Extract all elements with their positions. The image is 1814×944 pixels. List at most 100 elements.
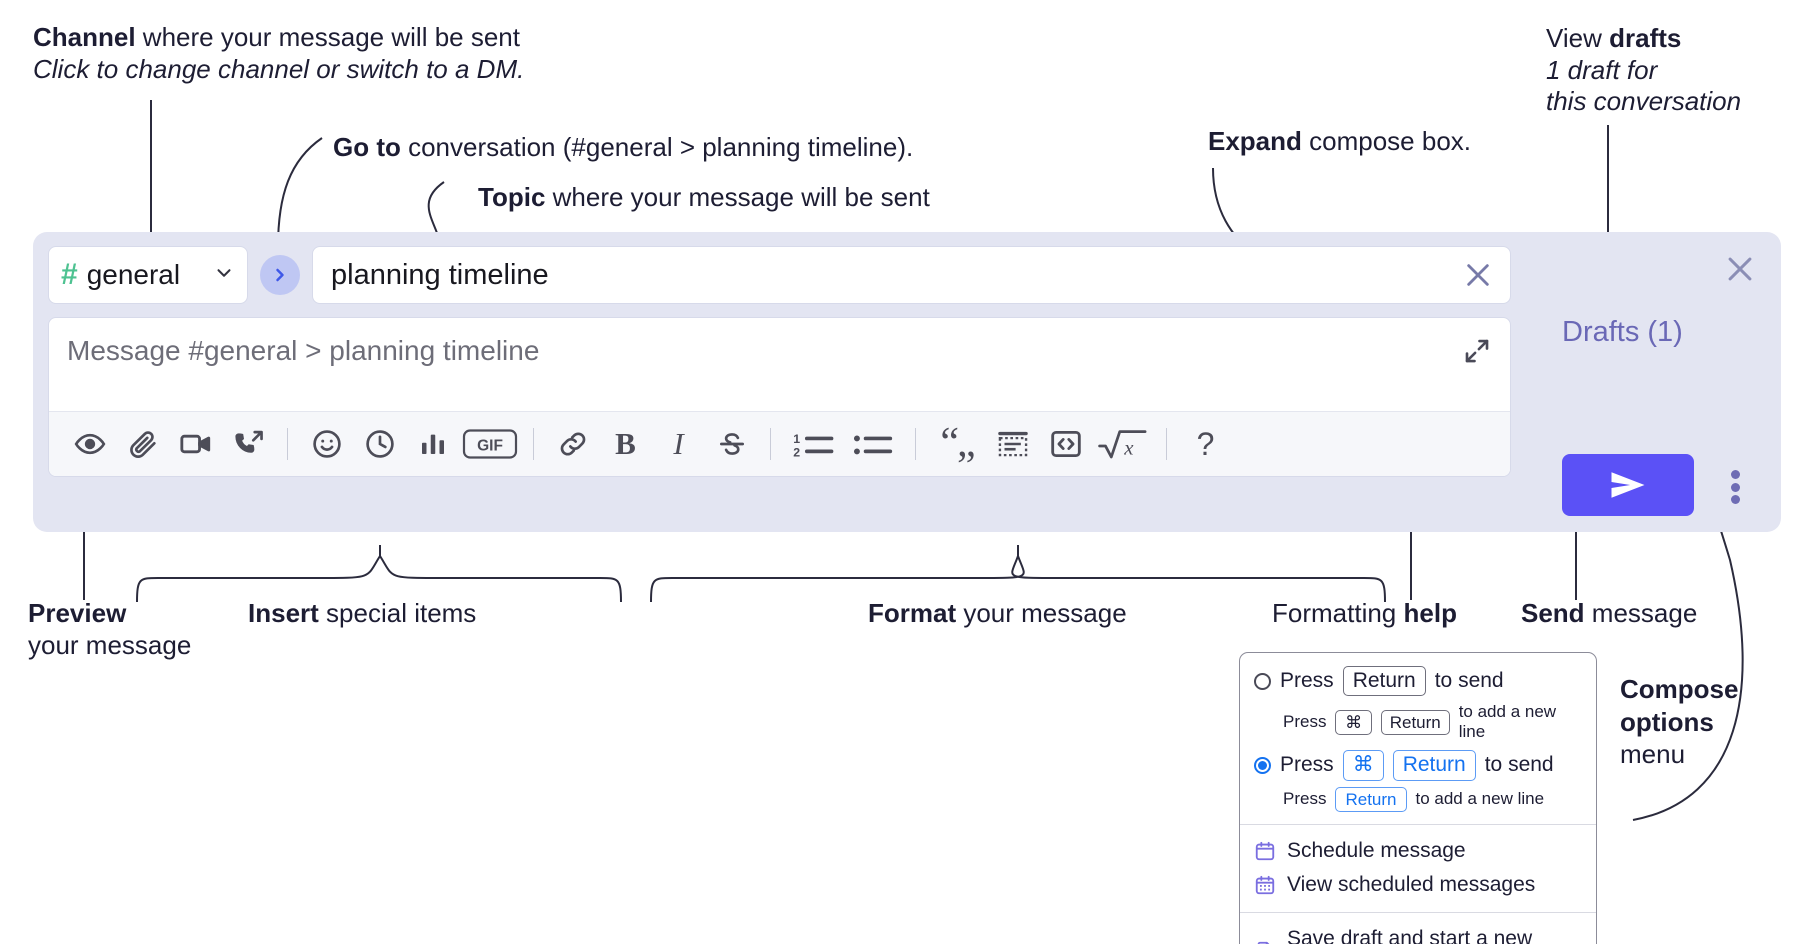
preview-button[interactable] bbox=[63, 418, 116, 471]
schedule-button[interactable] bbox=[353, 418, 406, 471]
option2-sub-pre: Press bbox=[1283, 789, 1327, 809]
formatting-help-button[interactable]: ? bbox=[1179, 418, 1232, 471]
compose-right-rail: Drafts (1) bbox=[1526, 232, 1781, 532]
channel-name-label: general bbox=[86, 259, 181, 290]
annotation-formatting-help-bold: help bbox=[1403, 598, 1457, 628]
chevron-down-icon bbox=[213, 262, 235, 289]
annotation-format-bold: Format bbox=[868, 598, 957, 628]
annotation-insert-rest: special items bbox=[318, 598, 477, 628]
separator-5 bbox=[1166, 428, 1167, 460]
strikethrough-button[interactable] bbox=[705, 418, 758, 471]
chevron-right-icon bbox=[276, 268, 284, 282]
popup-divider-1 bbox=[1240, 823, 1596, 825]
expand-diagonal-icon[interactable] bbox=[1462, 336, 1492, 366]
key-command: ⌘ bbox=[1335, 709, 1372, 735]
annotation-insert: Insert special items bbox=[248, 598, 476, 630]
annotation-drafts-pre: View bbox=[1546, 23, 1610, 53]
annotation-formatting-help-rest: Formatting bbox=[1272, 598, 1404, 628]
annotation-goto-rest: conversation (#general > planning timeli… bbox=[400, 132, 914, 162]
code-brackets-icon bbox=[1050, 430, 1081, 458]
annotation-send: Send message bbox=[1521, 598, 1697, 630]
inline-code-button[interactable] bbox=[1039, 418, 1092, 471]
calendar-icon bbox=[1254, 840, 1276, 862]
annotation-channel-rest: where your message will be sent bbox=[135, 22, 520, 52]
key-return: Return bbox=[1342, 666, 1426, 697]
menu-item-label: Schedule message bbox=[1287, 838, 1466, 862]
svg-text:2: 2 bbox=[793, 445, 800, 459]
option2-post: to send bbox=[1484, 753, 1554, 777]
ordered-list-button[interactable]: 1 2 bbox=[783, 418, 843, 471]
send-option-return[interactable]: Press Return to send bbox=[1240, 664, 1596, 698]
annotation-drafts-line3: this conversation bbox=[1546, 86, 1742, 117]
annotation-expand-bold: Expand bbox=[1208, 126, 1302, 156]
emoji-button[interactable] bbox=[300, 418, 353, 471]
bulleted-list-button[interactable] bbox=[843, 418, 903, 471]
strikethrough-icon bbox=[719, 433, 744, 455]
topic-value: planning timeline bbox=[331, 258, 549, 291]
drafts-link[interactable]: Drafts (1) bbox=[1562, 316, 1683, 348]
compose-header-row: # general planning timeline bbox=[48, 246, 1526, 304]
attach-file-button[interactable] bbox=[116, 418, 169, 471]
annotation-drafts-line2: 1 draft for bbox=[1546, 54, 1658, 85]
square-root-x-icon: x bbox=[1098, 430, 1147, 459]
menu-item-schedule-message[interactable]: Schedule message bbox=[1240, 834, 1596, 868]
annotation-compose-options-bold1: Compose bbox=[1620, 674, 1739, 704]
calendar-grid-icon bbox=[1254, 874, 1276, 896]
menu-item-label: Save draft and start a new message bbox=[1287, 926, 1533, 944]
annotation-compose-options-rest: menu bbox=[1620, 739, 1686, 769]
annotation-formatting-help: Formatting help bbox=[1272, 598, 1457, 630]
close-icon[interactable] bbox=[1462, 259, 1494, 291]
italic-icon: I bbox=[673, 426, 684, 461]
bold-icon: B bbox=[615, 426, 636, 461]
math-button[interactable]: x bbox=[1092, 418, 1154, 471]
svg-text:x: x bbox=[1123, 436, 1134, 459]
radio-cmd-return[interactable] bbox=[1254, 756, 1271, 774]
italic-button[interactable]: I bbox=[652, 418, 705, 471]
annotation-preview-rest: your message bbox=[28, 629, 192, 660]
annotation-channel-bold: Channel bbox=[33, 22, 136, 52]
goto-conversation-button[interactable] bbox=[260, 255, 300, 295]
code-block-button[interactable] bbox=[986, 418, 1039, 471]
send-option-cmd-return-hint: Press Return to add a new line bbox=[1240, 785, 1596, 814]
link-button[interactable] bbox=[546, 418, 599, 471]
audio-clip-button[interactable] bbox=[222, 418, 275, 471]
video-clip-button[interactable] bbox=[169, 418, 222, 471]
poll-button[interactable] bbox=[406, 418, 459, 471]
annotation-channel-line2: Click to change channel or switch to a D… bbox=[33, 53, 525, 84]
annotation-compose-options: Compose options menu bbox=[1620, 673, 1738, 771]
hash-icon: # bbox=[61, 258, 78, 291]
topic-field[interactable]: planning timeline bbox=[312, 246, 1511, 304]
kebab-dot-3 bbox=[1730, 495, 1740, 504]
annotation-format: Format your message bbox=[868, 598, 1127, 630]
option1-post: to send bbox=[1434, 669, 1504, 693]
gif-button[interactable]: GIF bbox=[459, 418, 521, 471]
formatting-toolbar: GIF B I bbox=[49, 411, 1510, 476]
option1-sub-pre: Press bbox=[1283, 712, 1327, 732]
menu-item-save-draft[interactable]: Save draft and start a new message bbox=[1240, 922, 1596, 944]
compose-options-button[interactable] bbox=[1718, 467, 1752, 507]
separator-4 bbox=[915, 428, 916, 460]
question-mark-icon: ? bbox=[1196, 425, 1215, 462]
compose-box: # general planning timeline bbox=[33, 232, 1781, 532]
compose-main-column: # general planning timeline bbox=[33, 232, 1526, 477]
message-input[interactable]: Message #general > planning timeline bbox=[49, 318, 1510, 411]
annotation-goto: Go to conversation (#general > planning … bbox=[333, 132, 913, 164]
channel-selector[interactable]: # general bbox=[48, 246, 248, 304]
annotation-send-rest: message bbox=[1584, 598, 1698, 628]
annotation-format-rest: your message bbox=[956, 598, 1127, 628]
code-block-icon bbox=[997, 431, 1028, 457]
blockquote-button[interactable]: “„ bbox=[928, 418, 986, 471]
annotation-channel: Channel where your message will be sent … bbox=[33, 22, 524, 85]
annotation-preview-bold: Preview bbox=[28, 598, 127, 628]
send-button[interactable] bbox=[1562, 454, 1694, 516]
bold-button[interactable]: B bbox=[599, 418, 652, 471]
option2-pre: Press bbox=[1280, 753, 1334, 777]
send-option-cmd-return[interactable]: Press ⌘ Return to send bbox=[1240, 748, 1596, 782]
bulleted-list-icon bbox=[853, 435, 893, 455]
popup-divider-2 bbox=[1240, 911, 1596, 913]
close-icon[interactable] bbox=[1723, 252, 1757, 286]
send-option-return-hint: Press ⌘ Return to add a new line bbox=[1240, 700, 1596, 744]
menu-item-label: View scheduled messages bbox=[1287, 872, 1536, 896]
radio-return[interactable] bbox=[1254, 672, 1271, 690]
menu-item-view-scheduled-messages[interactable]: View scheduled messages bbox=[1240, 868, 1596, 902]
